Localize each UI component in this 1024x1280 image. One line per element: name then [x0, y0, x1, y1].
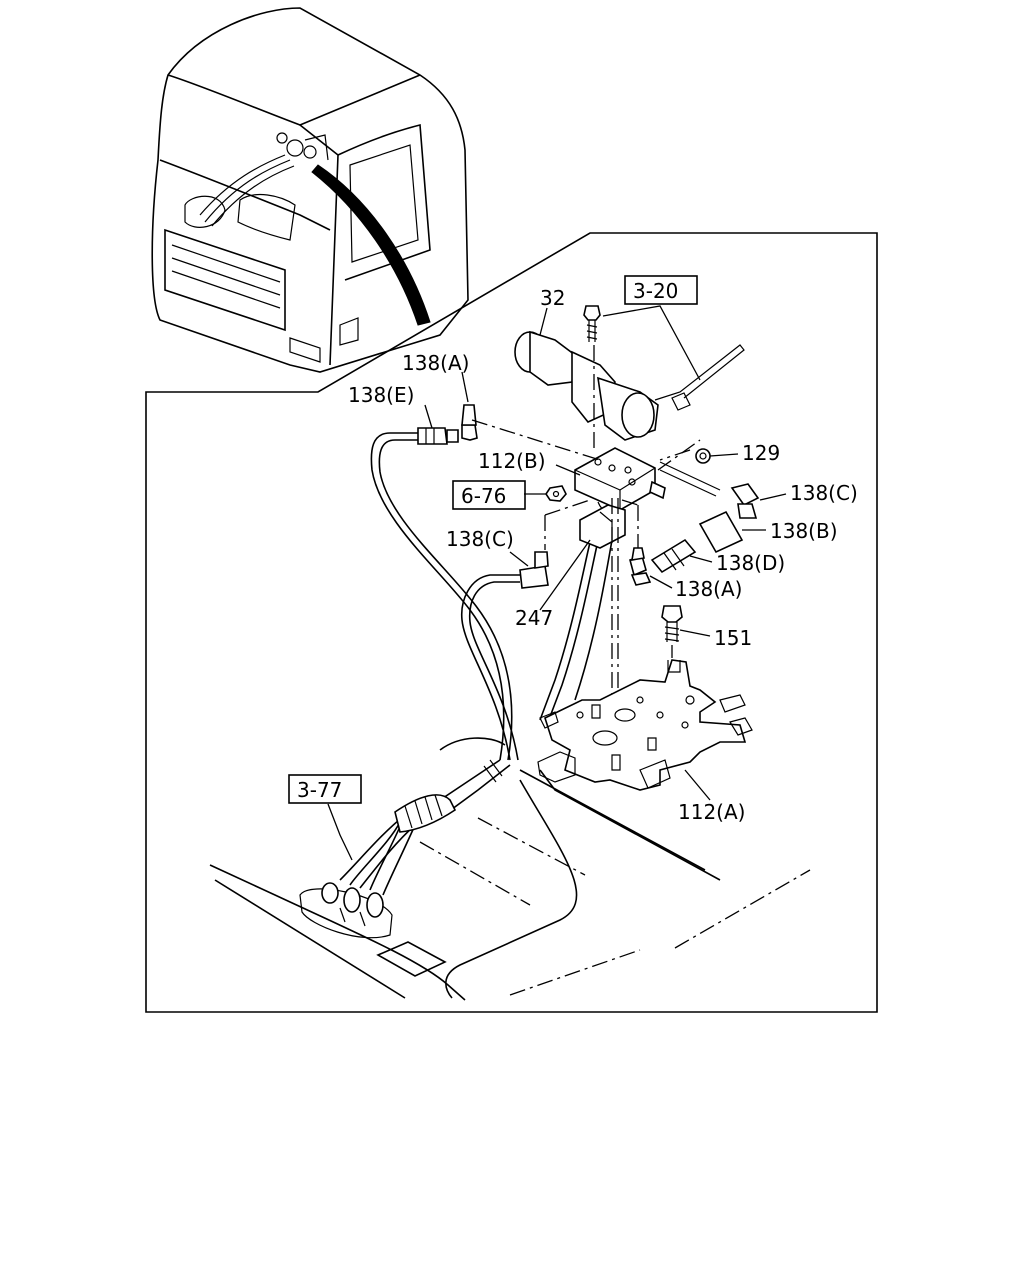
part-32-actuator — [514, 305, 745, 441]
label-138A-top: 138(A) — [402, 351, 469, 375]
label-138E: 138(E) — [348, 383, 414, 407]
part-112B-bracket — [574, 447, 666, 517]
label-138B: 138(B) — [770, 519, 838, 543]
part-labels: 32 138(A) 138(E) 112(B) 129 138(C) 138(B… — [348, 286, 858, 824]
part-112A-base-plate — [537, 659, 753, 791]
label-129: 129 — [742, 441, 780, 465]
label-112A: 112(A) — [678, 800, 745, 824]
label-138C-right: 138(C) — [790, 481, 858, 505]
hose-routing — [321, 432, 613, 927]
ref-6-76: 6-76 — [461, 484, 506, 508]
label-247: 247 — [515, 606, 553, 630]
label-138D: 138(D) — [716, 551, 785, 575]
label-138A-right: 138(A) — [675, 577, 742, 601]
detail-frame — [145, 232, 878, 1013]
fittings — [417, 404, 760, 642]
reference-boxes: 3-20 6-76 3-77 — [288, 275, 698, 804]
ref-3-20: 3-20 — [633, 279, 678, 303]
floor-outline — [209, 737, 811, 1001]
part-129-nut — [695, 448, 711, 464]
ref-3-77: 3-77 — [297, 778, 342, 802]
label-138C-left: 138(C) — [446, 527, 514, 551]
truck-cab-overview — [151, 7, 469, 373]
label-151: 151 — [714, 626, 752, 650]
tube-129 — [659, 461, 721, 497]
leader-lines — [327, 305, 787, 861]
label-112B: 112(B) — [478, 449, 546, 473]
label-32: 32 — [540, 286, 565, 310]
